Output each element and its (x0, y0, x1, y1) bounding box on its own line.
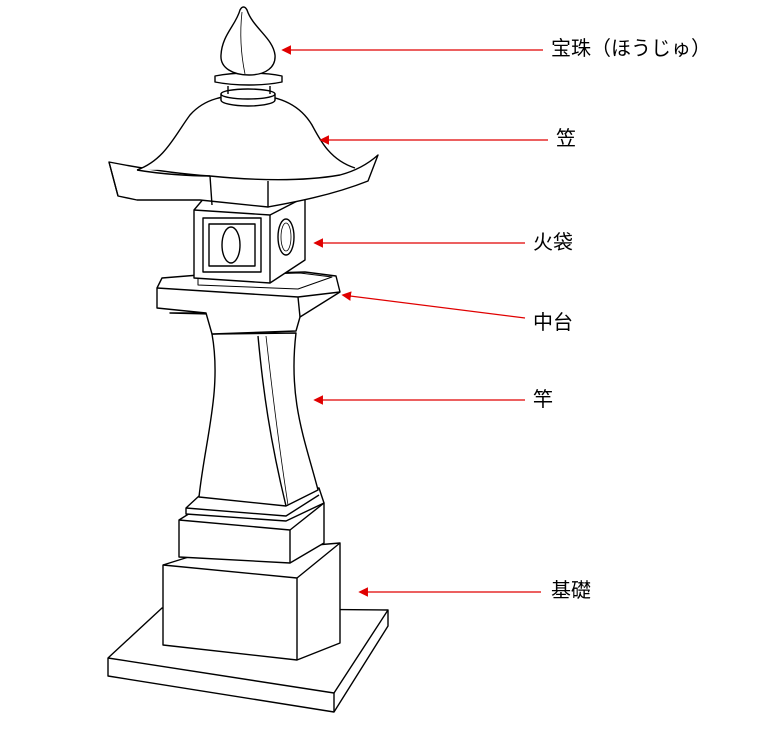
firebox (193, 196, 306, 284)
jewel-neck (214, 72, 283, 107)
roof (108, 94, 379, 208)
middle-platform (156, 271, 341, 335)
label-kasa: 笠 (556, 126, 576, 150)
label-sao: 竿 (533, 387, 553, 411)
shaft (198, 332, 319, 507)
label-chudai: 中台 (533, 310, 573, 334)
label-kiso: 基礎 (551, 578, 591, 602)
arrow-chudai (341, 291, 526, 319)
label-hoju: 宝珠（ほうじゅ） (551, 36, 711, 60)
label-hibukuro: 火袋 (533, 230, 573, 254)
jewel (220, 6, 276, 76)
